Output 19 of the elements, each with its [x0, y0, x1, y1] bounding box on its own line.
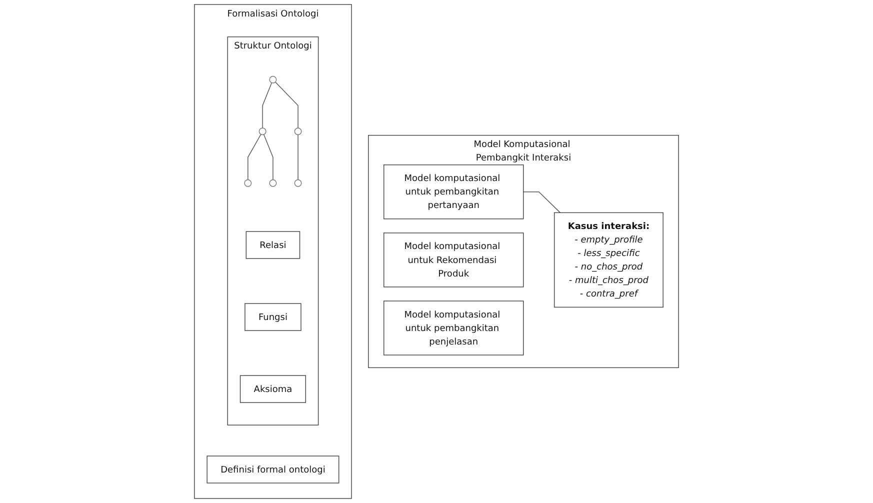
- connector: [274, 82, 298, 128]
- node-box: Fungsi: [244, 303, 302, 331]
- node-box: Kasus interaksi: - empty_profile - less_specific - no_chos_prod - multi_chos_prod - contra_pref: [554, 212, 664, 308]
- node-box: Definisi formal ontologi: [206, 456, 340, 484]
- node-box: Relasi: [246, 231, 300, 259]
- node-box: Model komputasional untuk pembangkitan penjelasan: [384, 300, 524, 356]
- node-circle: [269, 179, 277, 187]
- node-circle: [294, 128, 302, 136]
- connector: [248, 134, 262, 180]
- connector: [262, 82, 272, 128]
- node-circle: [258, 128, 266, 136]
- node-circle: [244, 179, 252, 187]
- node-box: Model komputasional untuk Rekomendasi Produk: [384, 232, 524, 288]
- node-box: Model komputasional untuk pembangkitan pertanyaan: [384, 164, 524, 220]
- node-circle: [294, 179, 302, 187]
- connector: [263, 134, 274, 180]
- connector: [523, 192, 561, 214]
- node-box: Aksioma: [240, 375, 306, 403]
- node-circle: [269, 76, 277, 84]
